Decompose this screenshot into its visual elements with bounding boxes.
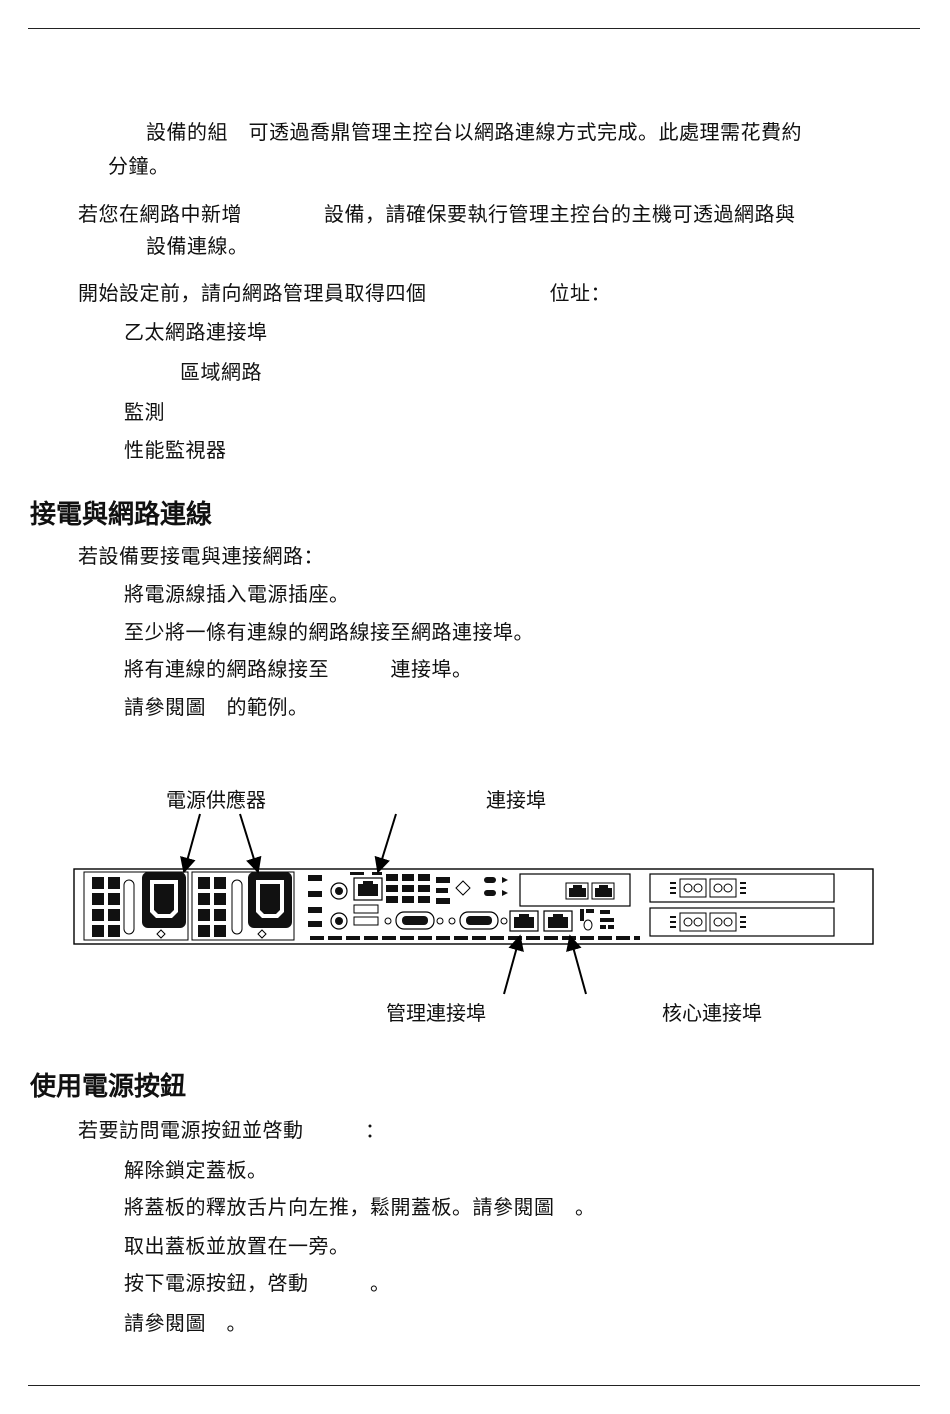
figure-label-core-port: 核心連接埠	[662, 1001, 762, 1025]
io-panel	[308, 872, 508, 930]
step-item: 取出蓋板並放置在一旁。	[124, 1234, 350, 1258]
top-rule	[28, 28, 920, 29]
figure-label-management-port: 管理連接埠	[386, 1001, 486, 1025]
step-item: 解除鎖定蓋板。	[124, 1158, 268, 1182]
intro-paragraph-2-line-1: 若您在網路中新增 設備，請確保要執行管理主控台的主機可透過網路與	[78, 202, 796, 226]
intro-paragraph-2-line-2: 設備連線。	[146, 234, 249, 258]
fiber-card-top	[649, 873, 835, 903]
section-lead: 若要訪問電源按鈕並啓動 ：	[78, 1118, 386, 1142]
step-item: 至少將一條有連線的網路線接至網路連接埠。	[124, 620, 534, 644]
core-port-graphic	[543, 910, 573, 932]
bottom-rule	[28, 1385, 920, 1386]
arrow-port	[374, 813, 397, 874]
section-heading-power-button: 使用電源按鈕	[30, 1072, 187, 1102]
step-item: 按下電源按鈕，啓動 。	[124, 1271, 391, 1295]
fiber-card-bottom	[649, 907, 835, 937]
intro-paragraph-1-line-1: 設備的組 可透過喬鼎管理主控台以網路連線方式完成。此處理需花費約	[146, 120, 802, 144]
ip-item: 性能監視器	[124, 438, 227, 462]
figure-label-power-supply: 電源供應器	[166, 788, 266, 812]
expansion-card	[519, 873, 631, 907]
step-item: 將有連線的網路線接至 連接埠。	[124, 657, 473, 681]
ip-item: 乙太網路連接埠	[124, 320, 268, 344]
power-supply-2	[191, 871, 295, 941]
arrow-power-supply-1	[180, 813, 201, 874]
step-item: 請參閱圖 的範例。	[124, 695, 309, 719]
arrow-power-supply-2	[239, 813, 262, 874]
ip-item: 區域網路	[180, 360, 262, 384]
power-supply-1	[83, 871, 189, 941]
arrow-management-port	[503, 934, 524, 995]
step-item: 將電源線插入電源插座。	[124, 582, 350, 606]
section-lead: 若設備要接電與連接網路：	[78, 544, 324, 568]
vent-row	[310, 936, 640, 940]
step-item: 將蓋板的釋放舌片向左推，鬆開蓋板。請參閱圖 。	[124, 1195, 596, 1219]
step-item: 請參閱圖 。	[124, 1311, 247, 1335]
figure-label-port: 連接埠	[486, 788, 546, 812]
intro-paragraph-3: 開始設定前，請向網路管理員取得四個 位址：	[78, 281, 611, 305]
intro-paragraph-1-line-2: 分鐘。	[108, 154, 170, 178]
management-port-graphic	[509, 910, 539, 932]
ip-item: 監測	[124, 400, 165, 424]
arrow-core-port	[566, 934, 587, 995]
section-heading-power-network: 接電與網路連線	[30, 500, 213, 530]
